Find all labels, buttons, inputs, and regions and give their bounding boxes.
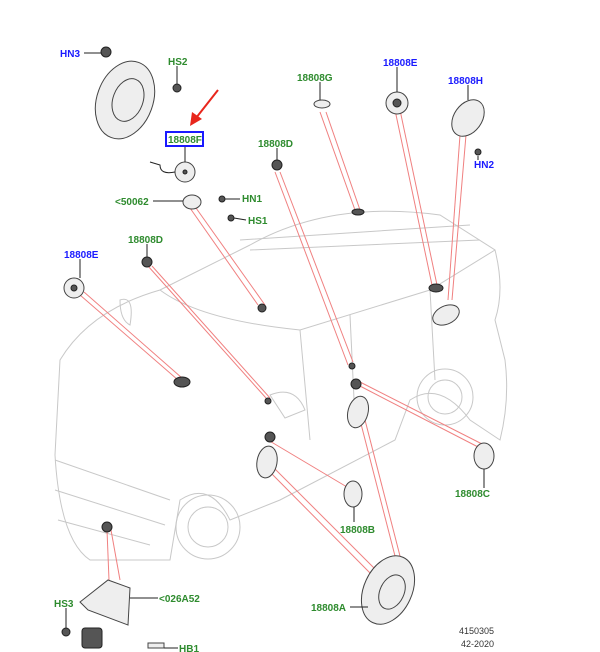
label-hn2: HN2 [474,160,494,171]
speaker-18808h [451,99,485,137]
tweeter-18808d-left [141,256,153,268]
label-18808b[interactable]: 18808B [340,525,375,536]
label-18808e-top[interactable]: 18808E [383,58,418,69]
label-50062[interactable]: <50062 [115,197,149,208]
label-hs1: HS1 [248,216,268,227]
screw-hs3 [61,627,71,637]
illustration-number: 4150305 [459,626,494,636]
vehicle-outline [54,210,508,561]
red-arrow-icon [190,89,219,126]
label-18808g[interactable]: 18808G [297,73,333,84]
clip-hs1 [227,214,235,222]
highlight-box-18808f [165,131,204,147]
label-leaders [65,52,485,649]
clip-hn3 [100,46,112,58]
screw-hs2 [172,83,182,93]
label-18808d-left[interactable]: 18808D [128,235,163,246]
label-18808c[interactable]: 18808C [455,489,490,500]
label-18808a[interactable]: 18808A [311,603,346,614]
speaker-18808c [473,442,495,470]
module [81,627,103,649]
speaker-18808b [343,480,363,508]
label-hn3: HN3 [60,49,80,60]
label-hs3: HS3 [54,599,74,610]
bolt-hb1 [147,642,165,649]
bracket-026a52 [79,579,131,626]
label-18808f[interactable]: 18808F [168,135,202,146]
label-hs2: HS2 [168,57,188,68]
clip-hn1 [218,195,226,203]
tweeter-18808g [313,99,331,109]
screw-hn2 [474,148,482,156]
label-18808d-top[interactable]: 18808D [258,139,293,150]
label-18808e-left[interactable]: 18808E [64,250,99,261]
location-leaders [79,109,487,581]
parts [61,46,495,649]
label-hb1: HB1 [179,644,199,652]
tweeter-18808d-top [271,159,283,171]
illustration-date: 42-2020 [461,639,494,649]
grommet-50062 [182,194,202,210]
label-18808h[interactable]: 18808H [448,76,483,87]
label-hn1: HN1 [242,194,262,205]
label-026a52[interactable]: <026A52 [159,594,200,605]
